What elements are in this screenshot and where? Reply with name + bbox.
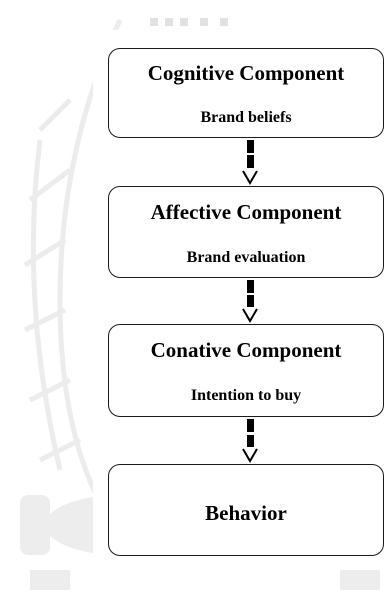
arrow-down-icon	[242, 419, 258, 463]
affective-component-box: Affective Component Brand evaluation	[108, 186, 384, 278]
behavior-title: Behavior	[205, 501, 287, 525]
conative-component-box: Conative Component Intention to buy	[108, 324, 384, 417]
affective-component-subtitle: Brand evaluation	[186, 249, 306, 266]
cognitive-component-box: Cognitive Component Brand beliefs	[108, 48, 384, 138]
cognitive-component-title: Cognitive Component	[147, 61, 345, 85]
conative-component-title: Conative Component	[150, 338, 342, 362]
affective-component-title: Affective Component	[150, 200, 342, 224]
behavior-box: Behavior	[108, 464, 384, 556]
cognitive-component-subtitle: Brand beliefs	[200, 109, 292, 126]
arrow-down-icon	[242, 280, 258, 323]
conative-component-subtitle: Intention to buy	[190, 387, 302, 404]
arrow-down-icon	[242, 140, 258, 185]
